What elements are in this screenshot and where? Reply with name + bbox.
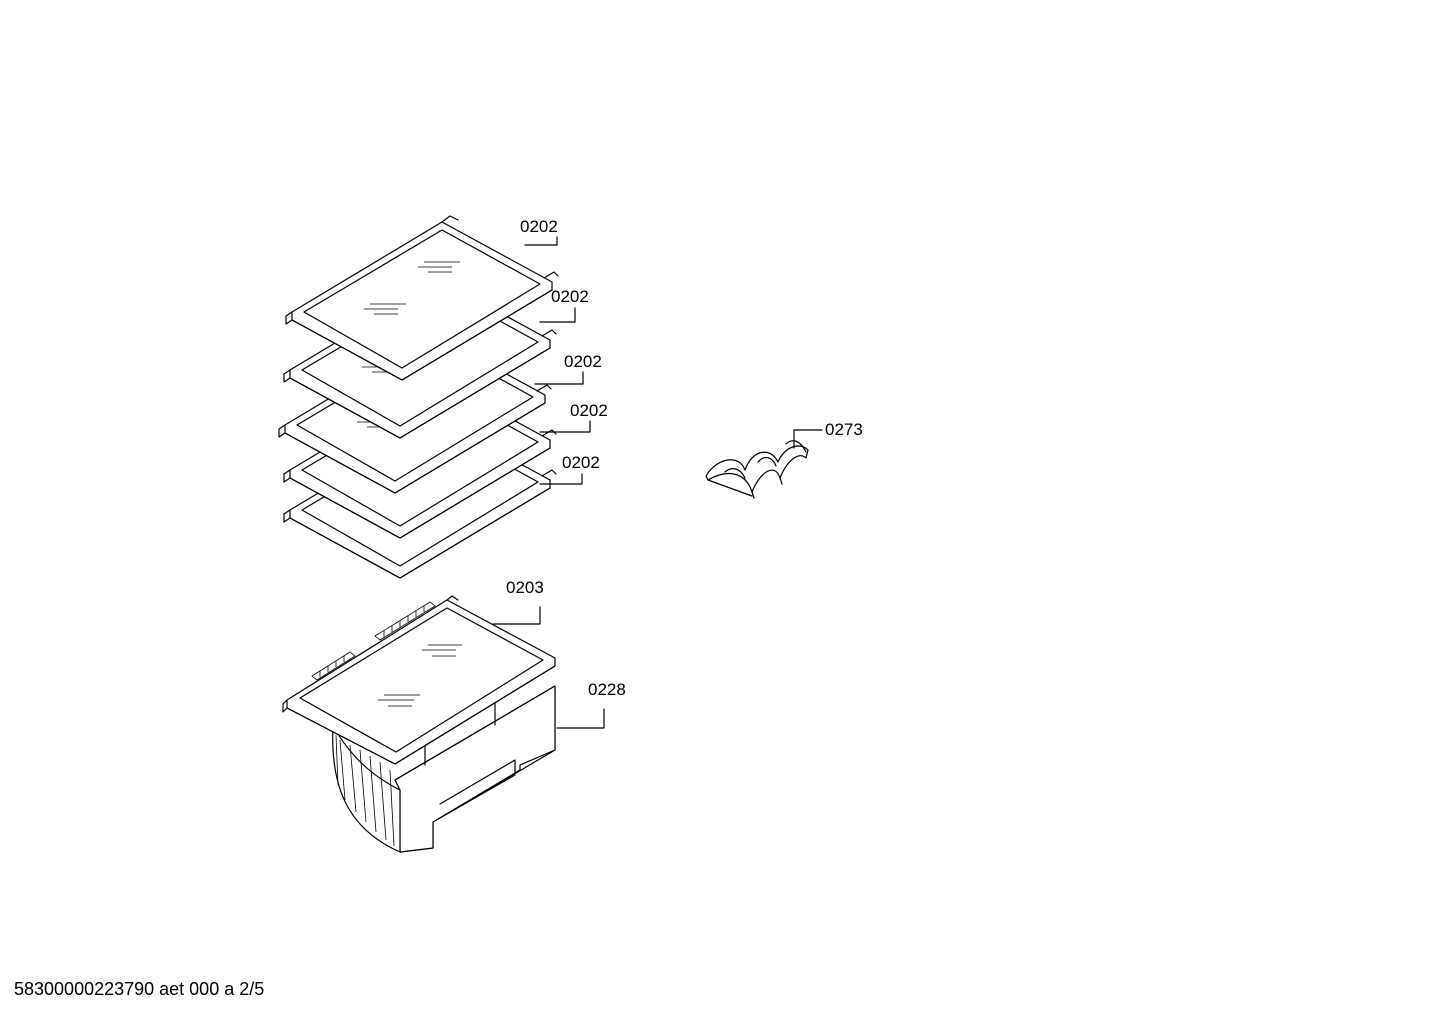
callout-shelf-1: 0202	[520, 217, 558, 236]
callout-shelf-2: 0202	[551, 287, 589, 306]
leader-line-shelf-3	[534, 371, 584, 385]
callout-shelf-5: 0202	[562, 453, 600, 472]
leader-line-shelf-1	[524, 236, 558, 246]
callout-shelf-4: 0202	[570, 401, 608, 420]
leader-line-shelf-2	[539, 307, 576, 323]
document-id: 58300000223790 aet 000 a 2/5	[14, 979, 265, 999]
bottle-rack	[705, 429, 809, 499]
callout-shelf-3: 0202	[564, 352, 602, 371]
leader-line-crisper-drawer	[556, 708, 605, 729]
callout-crisper-cover: 0203	[506, 578, 544, 597]
callout-crisper-drawer: 0228	[588, 680, 626, 699]
leader-line-shelf-4	[539, 420, 591, 433]
callout-bottle-rack: 0273	[825, 420, 863, 439]
leader-line-shelf-5	[539, 473, 583, 485]
leader-line-crisper-cover	[492, 606, 541, 625]
crisper-cover	[282, 595, 556, 765]
